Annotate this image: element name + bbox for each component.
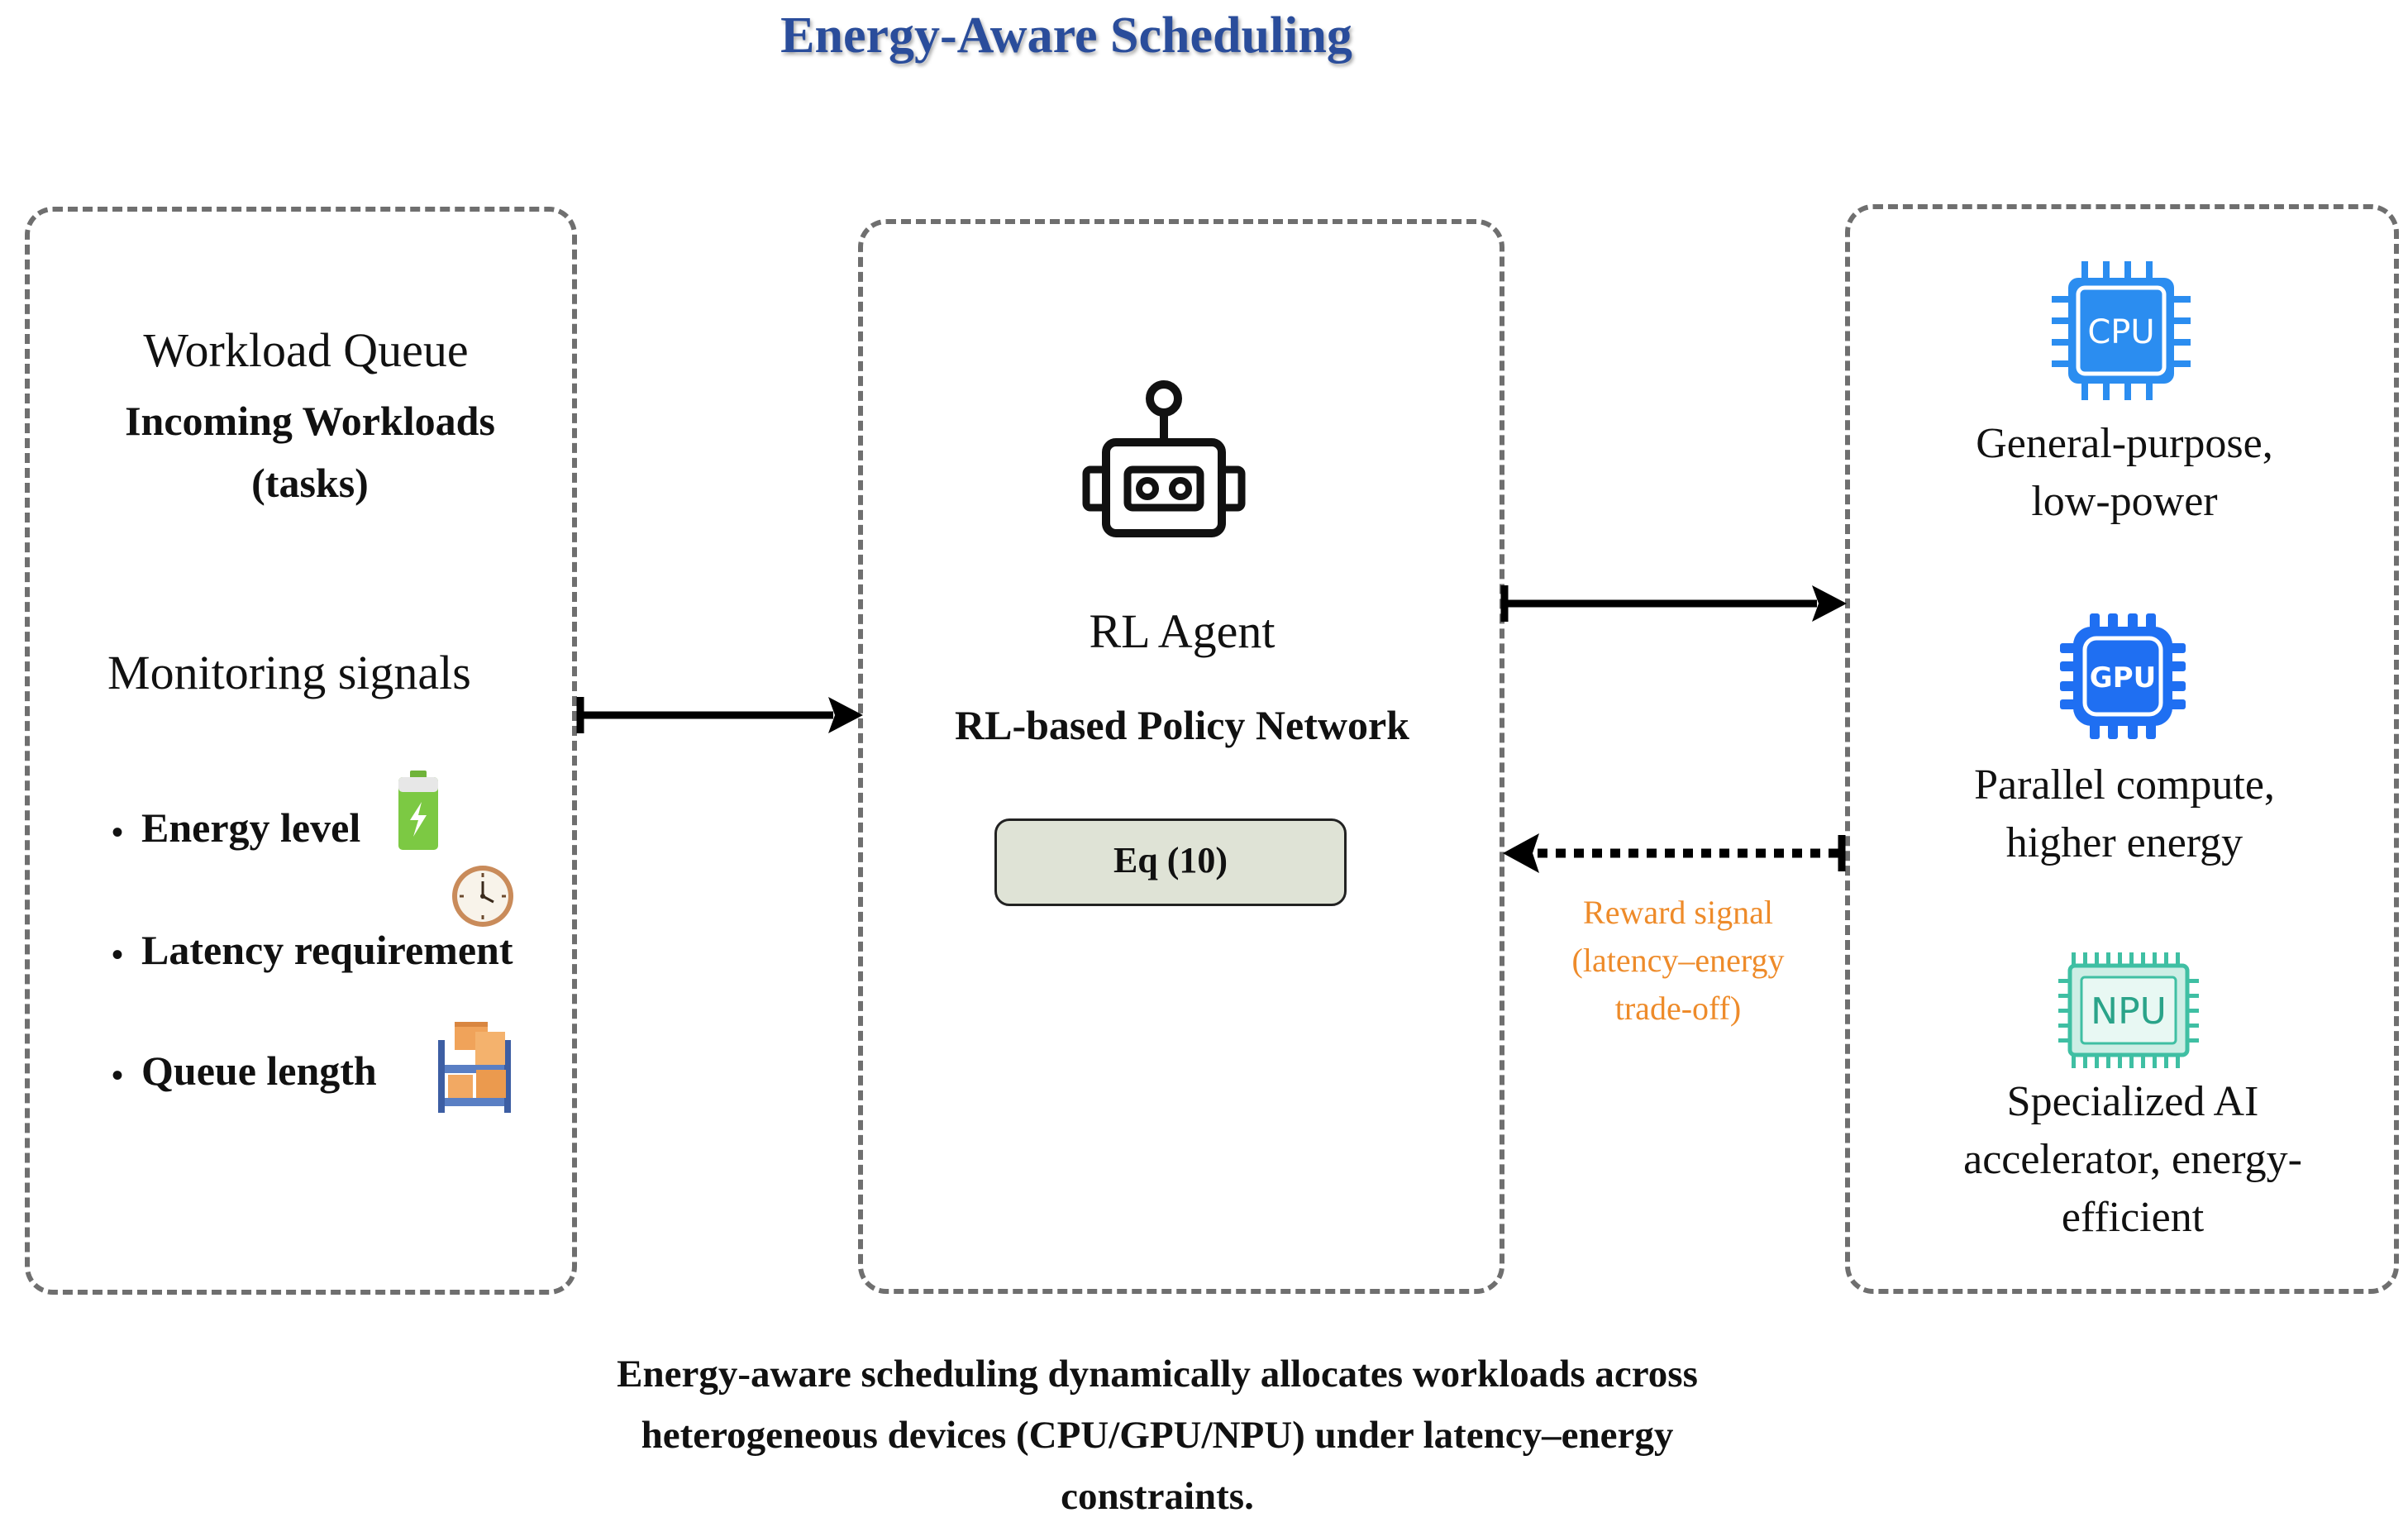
reward-signal-line3: trade-off) [1614,990,1742,1027]
caption-line2: heterogeneous devices (CPU/GPU/NPU) unde… [641,1414,1674,1457]
gpu-description-line1: Parallel compute, [1974,761,2275,809]
reward-signal-line2: (latency–energy [1571,942,1785,979]
incoming-workloads-label: Incoming Workloads [125,398,495,444]
workload-queue-heading: Workload Queue [143,323,469,377]
rl-agent-panel [858,219,1504,1294]
battery-icon [398,771,438,850]
chip-label: NPU [2091,990,2167,1033]
npu-description-line3: efficient [2061,1194,2205,1241]
policy-network-label: RL-based Policy Network [955,702,1409,748]
cpu-chip-icon: CPU [2052,261,2191,400]
rl-agent-heading: RL Agent [1089,604,1276,658]
monitoring-signals-heading: Monitoring signals [107,646,471,699]
arrow-agent-to-devices [1500,585,1847,622]
arrow-queue-to-agent [576,697,863,733]
cpu-description-line2: low-power [2031,478,2218,525]
reward-arrow-dotted [1503,833,1846,873]
robot-icon [1082,380,1246,537]
bullet-label: Energy level [141,804,361,851]
cpu-description-line1: General-purpose, [1976,420,2273,467]
bullet-dot: • [112,936,124,974]
caption-line3: constraints. [1061,1475,1254,1518]
chip-label: GPU [2090,661,2156,694]
npu-chip-icon: NPU [2058,952,2199,1068]
bullet-label: Latency requirement [141,927,513,973]
bullet-dot: • [112,1057,124,1095]
npu-description-line1: Specialized AI [2006,1078,2259,1125]
tasks-label: (tasks) [251,460,369,506]
bullet-queue-length: • Queue length [112,1047,377,1095]
diagram-title: Energy-Aware Scheduling [780,7,1352,64]
warehouse-shelf-icon [438,1022,511,1113]
chip-label: CPU [2087,313,2154,351]
bullet-energy-level: • Energy level [112,804,360,852]
workload-queue-panel [25,207,577,1295]
equation-box: Eq (10) [994,818,1347,906]
reward-signal-line1: Reward signal [1583,894,1773,931]
npu-description-line2: accelerator, energy- [1963,1136,2302,1183]
bullet-label: Queue length [141,1047,377,1094]
bullet-latency-requirement: • Latency requirement [112,926,513,974]
bullet-dot: • [112,814,124,852]
gpu-chip-icon: GPU [2060,613,2186,739]
clock-icon [452,866,513,927]
caption-line1: Energy-aware scheduling dynamically allo… [617,1353,1698,1396]
gpu-description-line2: higher energy [2005,819,2243,866]
devices-panel [1845,204,2399,1294]
